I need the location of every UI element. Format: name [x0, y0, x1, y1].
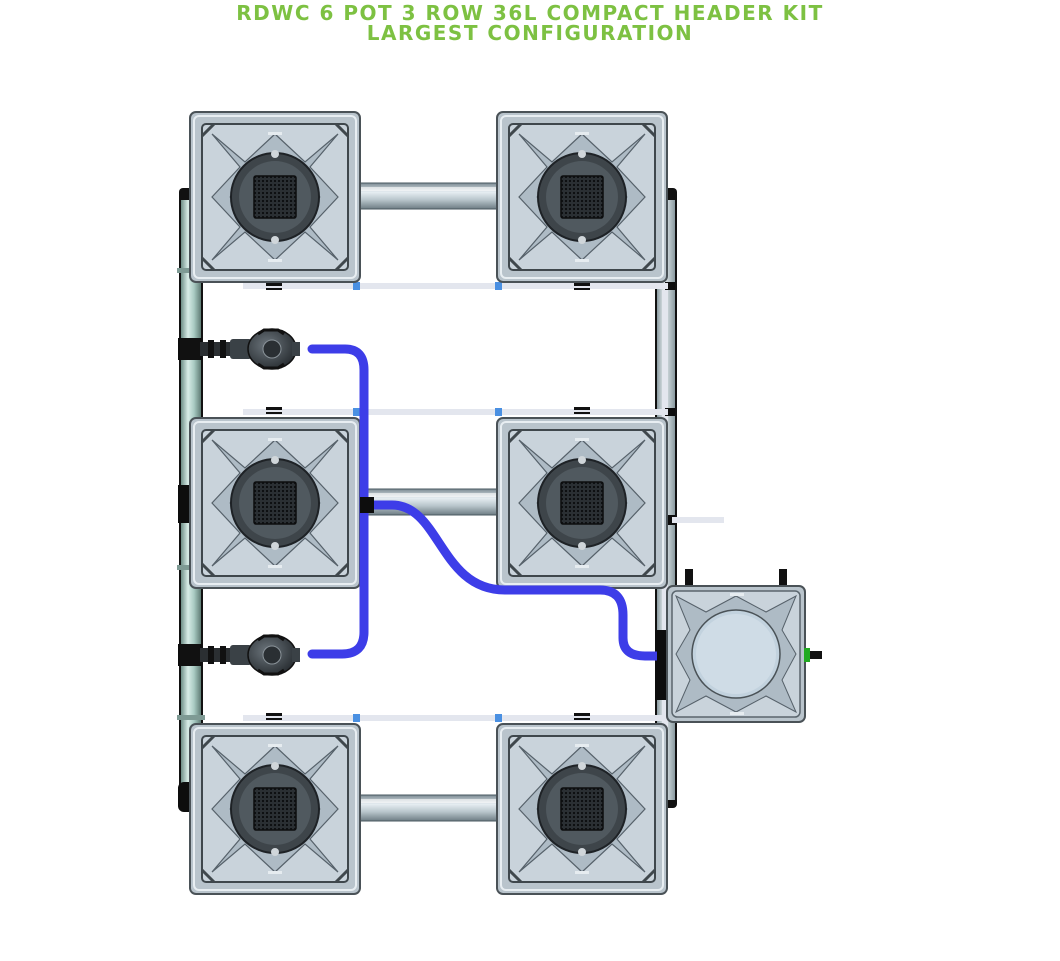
growing-pot-icon: [188, 416, 362, 590]
growing-pot-icon: [495, 416, 669, 590]
diagram-title-line-2: LARGEST CONFIGURATION: [366, 21, 694, 45]
growing-pot-icon: [188, 722, 362, 896]
header-tank-icon: [666, 569, 822, 723]
white-return-lines: [243, 282, 724, 722]
hose-icon: [359, 500, 669, 661]
growing-pot-icon: [495, 722, 669, 896]
growing-pot-icon: [495, 110, 669, 284]
row-connector-pipes: [354, 182, 501, 822]
growing-pot-icon: [188, 110, 362, 284]
diagram-title-line-1: RDWC 6 POT 3 ROW 36L COMPACT HEADER KIT: [236, 1, 824, 25]
